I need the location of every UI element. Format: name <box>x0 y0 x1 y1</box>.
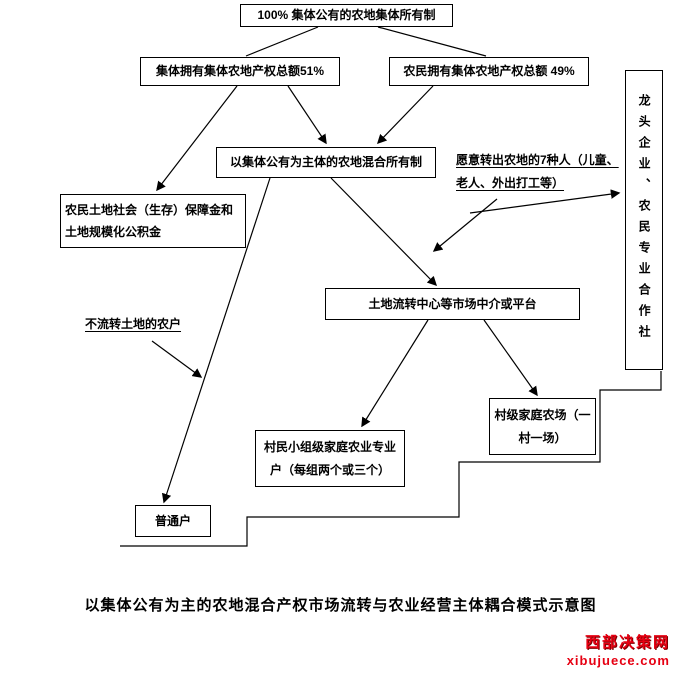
node-total-ownership-label: 100% 集体公有的农地集体所有制 <box>257 8 436 23</box>
node-total-ownership: 100% 集体公有的农地集体所有制 <box>240 4 453 27</box>
arrow-mixed-to-platform <box>330 177 438 287</box>
node-security-fund-label: 农民土地社会（生存）保障金和土地规模化公积金 <box>65 202 234 239</box>
arrow-nontransfer-pointer <box>151 340 203 378</box>
node-ordinary-household-label: 普通户 <box>154 513 191 528</box>
watermark-site-domain: xibujuece.com <box>566 652 670 668</box>
diagram-title-text: 以集体公有为主的农地混合产权市场流转与农业经营主体耦合模式示意图 <box>84 597 597 614</box>
branch-left-line <box>245 26 319 57</box>
node-farmer-share: 农民拥有集体农地产权总额 49% <box>389 57 589 86</box>
watermark-site-name: 西部决策网 <box>584 634 670 651</box>
node-mixed-ownership-label: 以集体公有为主体的农地混合所有制 <box>229 155 422 170</box>
node-village-farm-label: 村级家庭农场（一村一场） <box>494 408 591 445</box>
node-ordinary-household: 普通户 <box>135 505 211 537</box>
node-leading-enterprise: 龙头企业、农民专业合作社 <box>625 70 663 370</box>
arrow-mixed-to-ordinary <box>161 177 271 504</box>
node-group-household: 村民小组级家庭农业专业户（每组两个或三个） <box>255 430 405 487</box>
diagram-title: 以集体公有为主的农地混合产权市场流转与农业经营主体耦合模式示意图 <box>0 594 681 615</box>
arrow-collective-to-fund <box>156 85 238 192</box>
label-willing-transfer: 愿意转出农地的7种人（儿童、老人、外出打工等） <box>456 149 626 195</box>
node-collective-share: 集体拥有集体农地产权总额51% <box>140 57 340 86</box>
arrow-platform-to-villagefarm <box>483 319 538 397</box>
node-mixed-ownership: 以集体公有为主体的农地混合所有制 <box>216 147 436 178</box>
branch-right-line <box>377 26 487 57</box>
node-farmer-share-label: 农民拥有集体农地产权总额 49% <box>403 64 575 79</box>
label-willing-transfer-text: 愿意转出农地的7种人（儿童、老人、外出打工等） <box>456 153 619 190</box>
node-security-fund: 农民土地社会（生存）保障金和土地规模化公积金 <box>60 194 246 248</box>
arrow-to-enterprise <box>469 189 621 214</box>
arrow-farmer-to-mixed <box>377 85 434 145</box>
label-non-transfer-text: 不流转土地的农户 <box>85 317 182 331</box>
arrow-collective-to-mixed <box>287 85 327 145</box>
watermark: 西部决策网 xibujuece.com <box>567 634 670 669</box>
node-transfer-platform-label: 土地流转中心等市场中介或平台 <box>368 296 537 311</box>
arrow-platform-to-group <box>361 319 429 428</box>
node-transfer-platform: 土地流转中心等市场中介或平台 <box>325 288 580 320</box>
node-collective-share-label: 集体拥有集体农地产权总额51% <box>155 64 325 79</box>
node-village-farm: 村级家庭农场（一村一场） <box>489 398 596 455</box>
label-non-transfer: 不流转土地的农户 <box>85 313 181 336</box>
arrow-willing-to-flow <box>432 198 498 252</box>
node-group-household-label: 村民小组级家庭农业专业户（每组两个或三个） <box>263 440 396 477</box>
node-leading-enterprise-label: 龙头企业、农民专业合作社 <box>637 94 652 346</box>
scale-staircase-line <box>120 371 662 547</box>
